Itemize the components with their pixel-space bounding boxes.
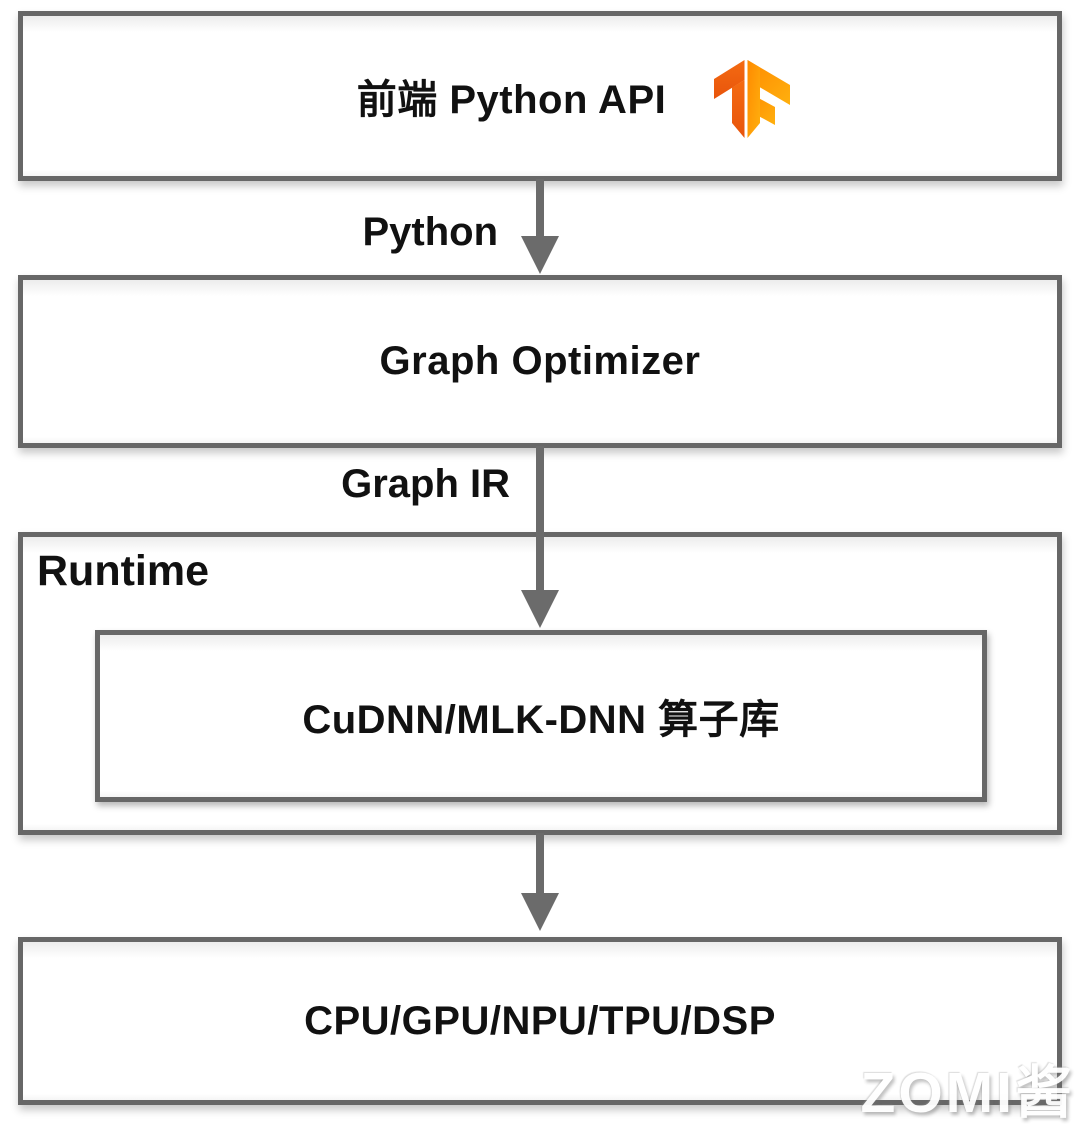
kernel-library-label: CuDNN/MLK-DNN 算子库 (302, 698, 780, 742)
edge-label-graph-ir: Graph IR (341, 462, 510, 506)
tensorflow-icon (714, 60, 791, 138)
arrow-frontend-to-optimizer-head (521, 236, 559, 274)
frontend-api-box: 前端 Python API (18, 11, 1062, 181)
arrow-runtime-to-hardware-head (521, 893, 559, 931)
graph-optimizer-box: Graph Optimizer (18, 275, 1062, 448)
frontend-api-label: 前端 Python API (356, 78, 667, 122)
edge-label-python: Python (362, 210, 498, 254)
watermark: ZOMI酱 (860, 1061, 1075, 1125)
kernel-library-box: CuDNN/MLK-DNN 算子库 (95, 630, 987, 802)
arrow-optimizer-to-kernel-line (536, 446, 544, 596)
hardware-label: CPU/GPU/NPU/TPU/DSP (304, 998, 776, 1043)
arrow-frontend-to-optimizer-line (536, 179, 544, 239)
arrow-optimizer-to-kernel-head (521, 590, 559, 628)
arrow-runtime-to-hardware-line (536, 833, 544, 897)
hardware-box: CPU/GPU/NPU/TPU/DSP (18, 937, 1062, 1105)
runtime-label: Runtime (37, 547, 209, 595)
graph-optimizer-label: Graph Optimizer (379, 339, 701, 383)
